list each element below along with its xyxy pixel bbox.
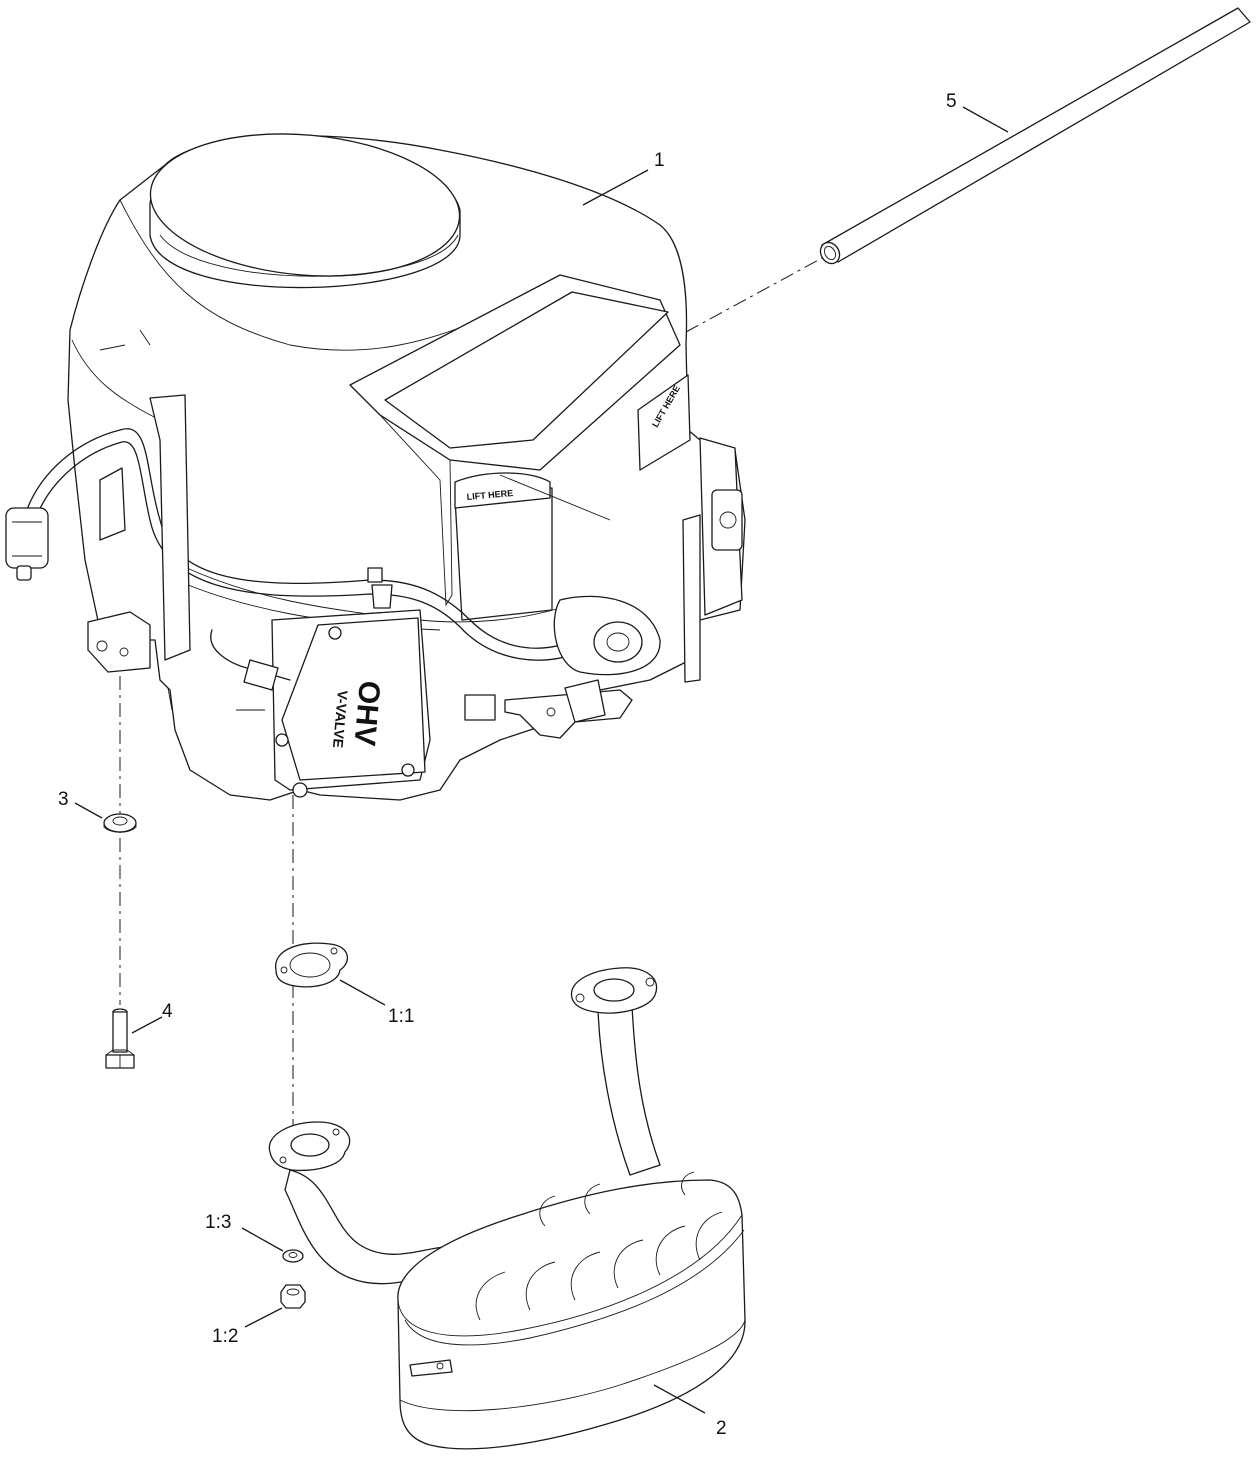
callout-engine: 1 [654,150,665,171]
washer-part [103,813,137,833]
callout-tube: 5 [946,91,957,112]
callout-nut: 1:2 [212,1326,238,1347]
muffler-part [268,967,746,1450]
engine-part: LIFT HERE LIFT HERE OHV V-VALVE [5,133,746,801]
callout-muffler: 2 [716,1418,727,1439]
leader-washer [74,802,103,819]
leader-engine [582,169,649,206]
valve-cover-main-label: OHV [347,679,386,747]
leader-bolt [131,1016,163,1034]
callout-lock-washer: 1:3 [205,1212,231,1233]
callout-washer: 3 [58,789,69,810]
callout-bolt: 4 [162,1001,173,1022]
valve-cover-sub-label: V-VALVE [330,690,351,749]
nut-part [280,1284,306,1309]
gasket-part [275,942,349,988]
leader-muffler [653,1384,706,1414]
lift-here-label-front: LIFT HERE [466,488,513,502]
leader-lock-washer [241,1227,284,1252]
bolt-part [105,1008,135,1069]
leader-tube [962,106,1009,133]
leader-gasket [339,979,386,1006]
callout-gasket: 1:1 [388,1006,414,1027]
tube-part [819,7,1251,265]
leader-nut [244,1307,283,1328]
lock-washer-part [282,1249,304,1263]
tube-centerline [685,257,823,333]
